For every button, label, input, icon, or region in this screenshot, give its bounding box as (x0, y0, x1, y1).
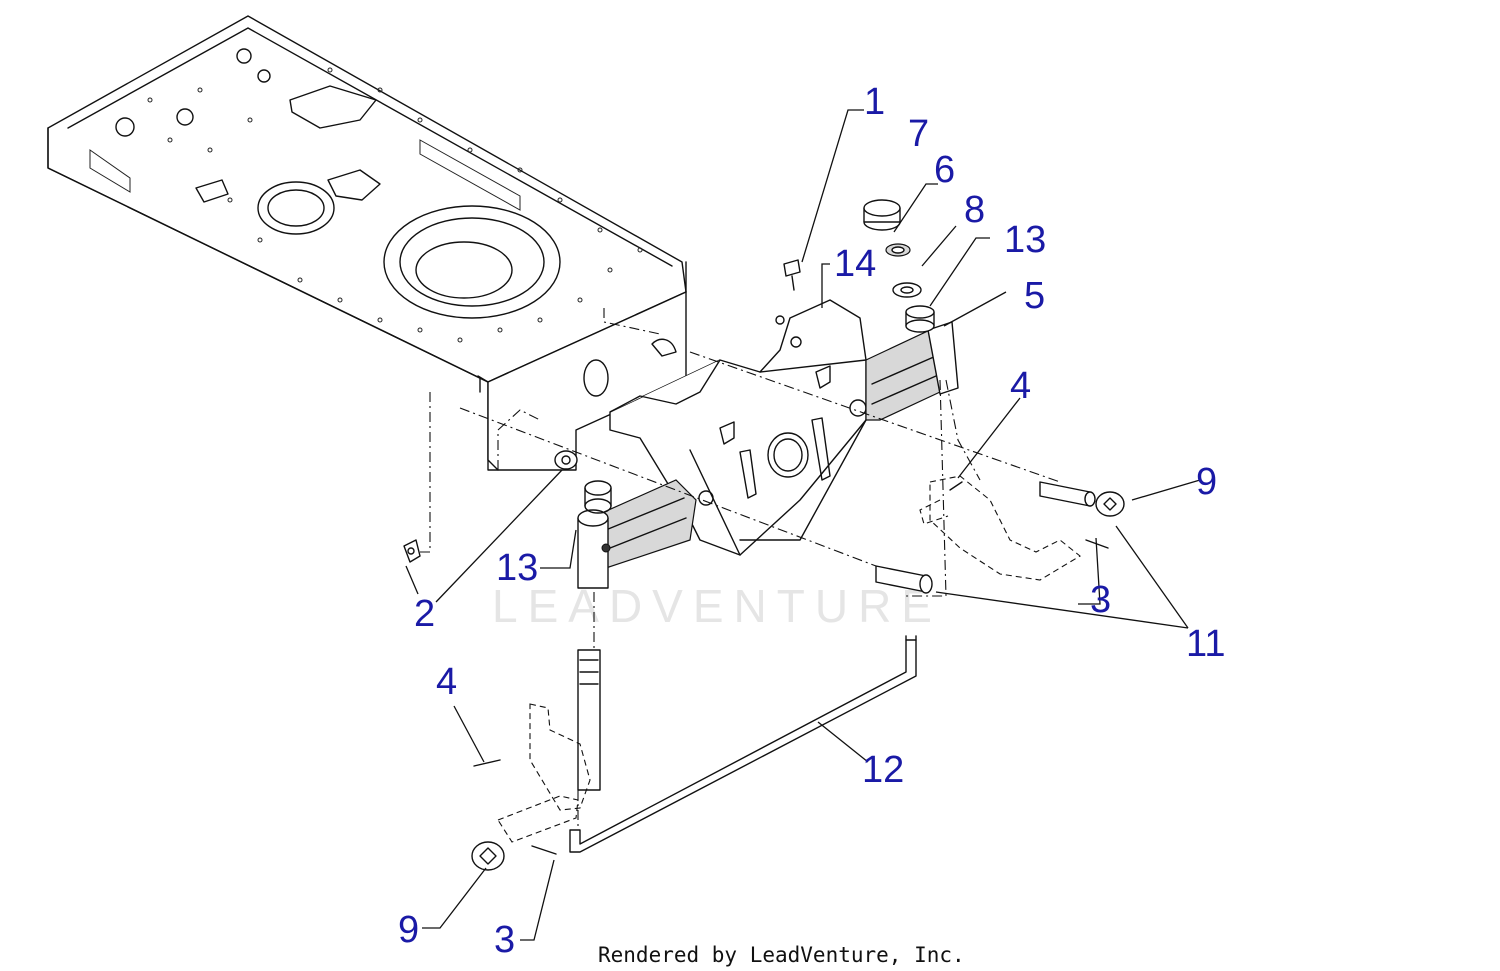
spindle-bushing-left (577, 480, 612, 589)
callout-3-left: 3 (494, 919, 515, 961)
callout-4-right: 4 (1010, 365, 1031, 407)
tie-rod-12 (569, 635, 917, 853)
callout-6: 6 (934, 149, 955, 191)
leader-lines (405, 109, 1201, 941)
bolt-1 (783, 259, 801, 291)
callout-12: 12 (862, 749, 904, 791)
tractor-frame (47, 15, 687, 553)
nut-2 (554, 450, 578, 470)
callout-7: 7 (908, 113, 929, 155)
render-credit: Rendered by LeadVenture, Inc. (598, 943, 965, 967)
clevis-pin-11 (875, 565, 933, 594)
callout-labels: 1 7 6 8 13 14 5 4 9 3 11 13 2 4 12 9 3 (398, 81, 1225, 961)
callout-5: 5 (1024, 275, 1045, 317)
cap-7 (863, 199, 901, 231)
callout-4-left: 4 (436, 661, 457, 703)
nut-lower-left (403, 539, 421, 563)
callout-9-right: 9 (1196, 461, 1217, 503)
callout-11: 11 (1186, 623, 1225, 665)
spindle-right-dashed (919, 475, 1125, 581)
watermark-text: LEADVENTURE (492, 580, 942, 632)
callout-3-right: 3 (1090, 579, 1111, 621)
callout-9-left: 9 (398, 909, 419, 951)
callout-1: 1 (864, 81, 885, 123)
callout-2: 2 (414, 593, 435, 635)
assembly-centerlines (459, 308, 1061, 830)
callout-13-right: 13 (1004, 219, 1046, 261)
front-axle-bracket (585, 299, 959, 569)
bushing-13-right (905, 305, 935, 333)
callout-8: 8 (964, 189, 985, 231)
callout-13-left: 13 (496, 547, 538, 589)
callout-14: 14 (834, 243, 876, 285)
washer-6 (885, 243, 911, 257)
washer-8 (892, 282, 922, 298)
spindle-left-dashed (471, 649, 601, 871)
